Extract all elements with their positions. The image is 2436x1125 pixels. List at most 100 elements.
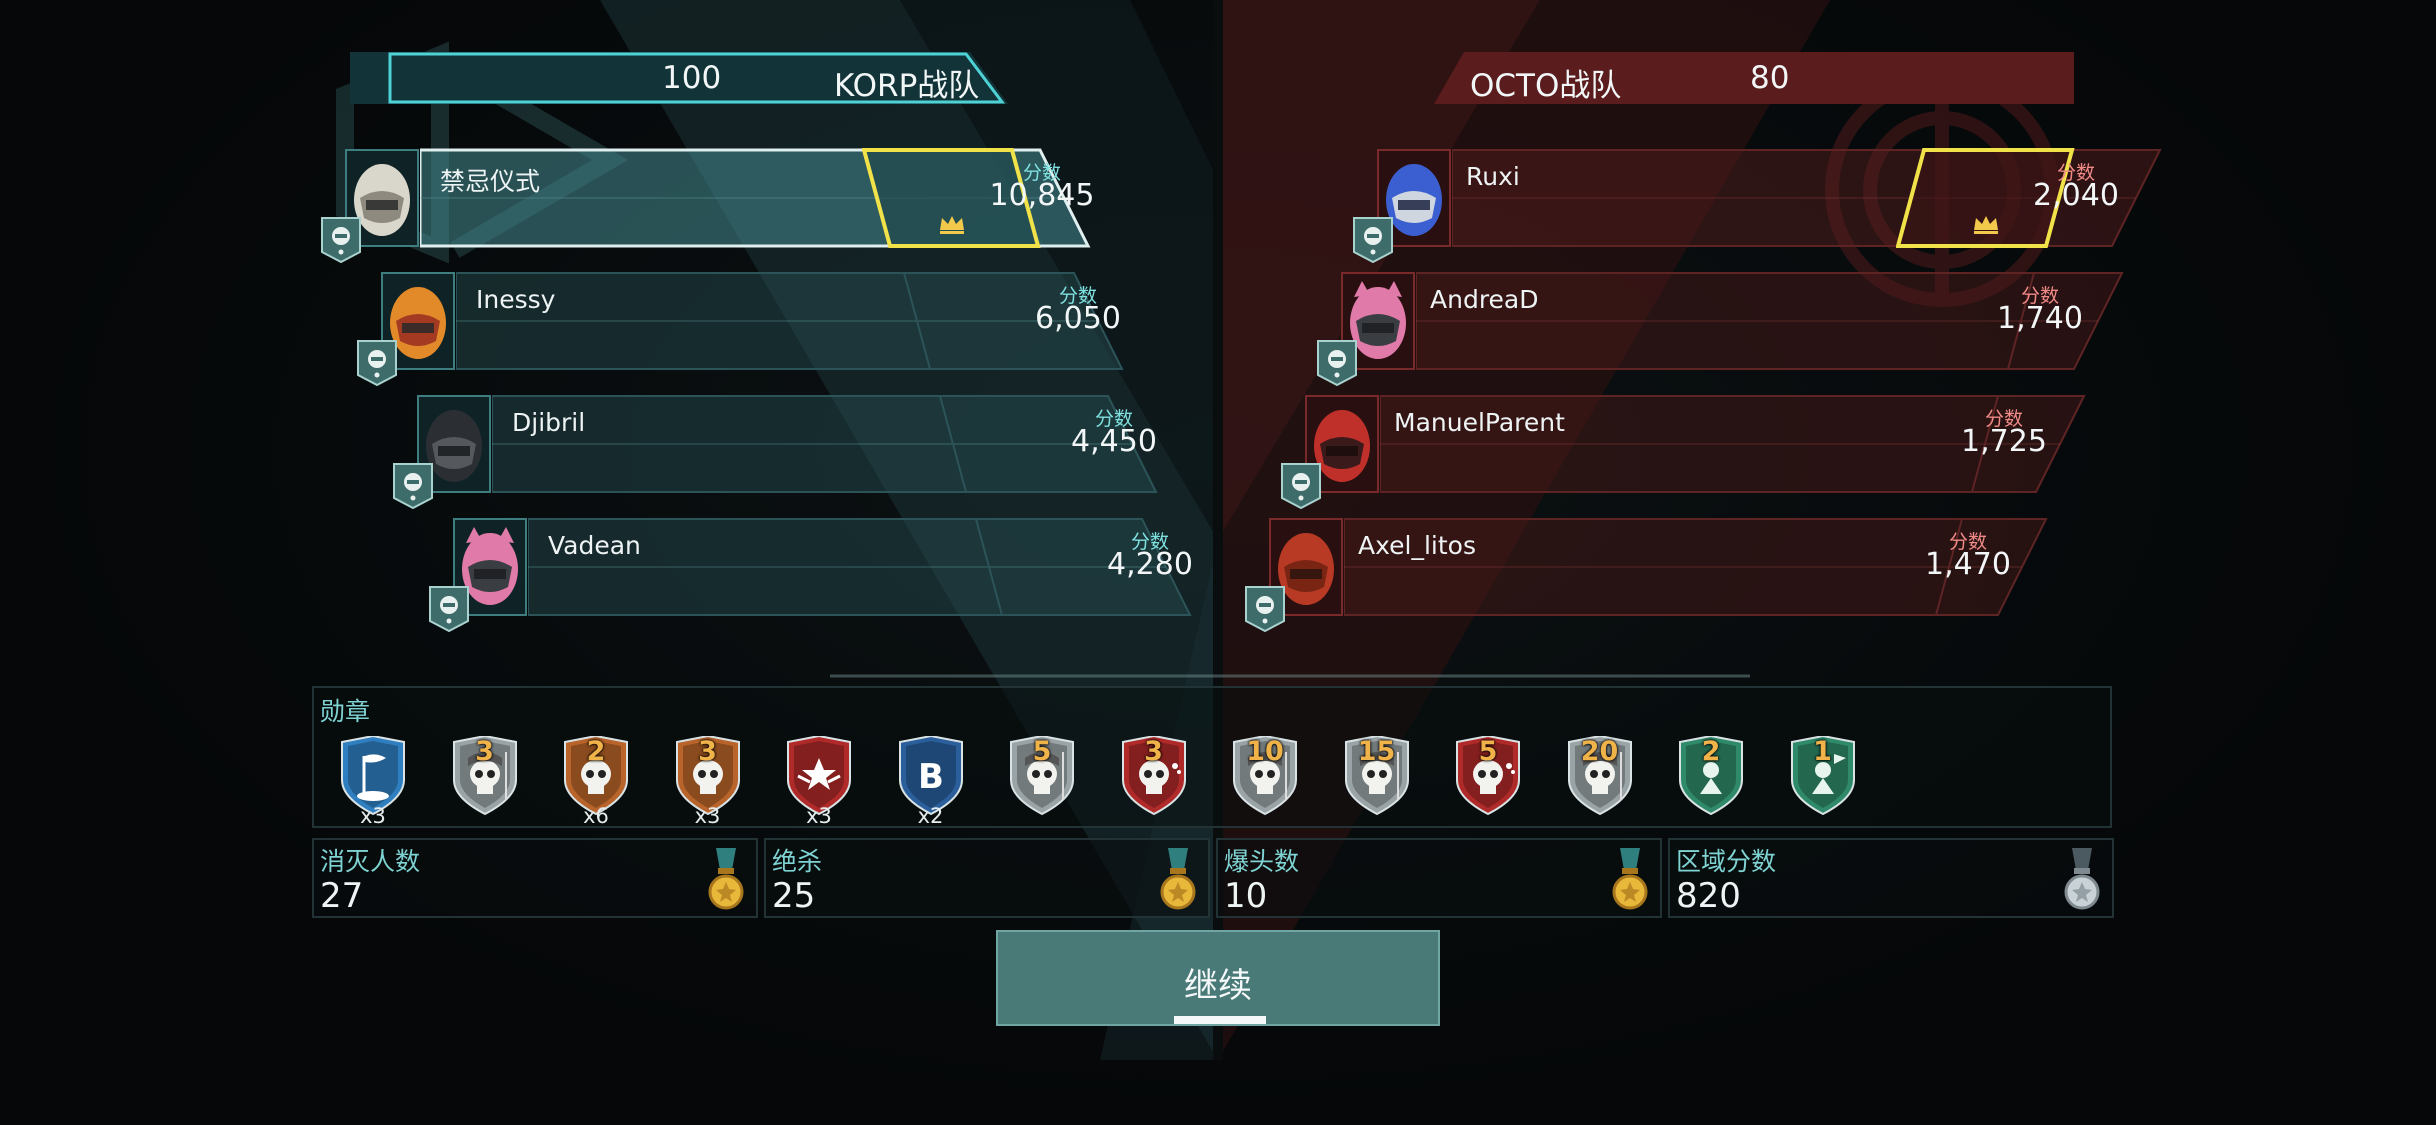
- player-name: AndreaD: [1430, 285, 1539, 314]
- medal[interactable]: 10: [1226, 736, 1304, 816]
- b-letter-shield-icon: B: [898, 736, 963, 816]
- medal-multiplier: x6: [583, 804, 609, 828]
- skull-shield-icon: [675, 736, 740, 816]
- score-value: 1,740: [1997, 301, 2083, 336]
- medal-count: 3: [1144, 736, 1163, 767]
- rank-badge-icon: [1245, 586, 1285, 633]
- continue-button-label: 继续: [1184, 966, 1252, 1006]
- score-value: 1,725: [1961, 424, 2047, 459]
- score-label: 分数: [1130, 531, 1169, 553]
- korp-team-header: 100 KORP战队: [350, 52, 1010, 104]
- player-row-bar: [492, 395, 1158, 493]
- player-row-bar: [528, 518, 1192, 616]
- player-name: Ruxi: [1466, 162, 1520, 191]
- silver-medal-icon: [2064, 848, 2100, 910]
- octo-team-name: OCTO战队: [1470, 68, 1622, 104]
- reaper-shield-icon: [1010, 736, 1074, 816]
- medal-multiplier: x3: [694, 804, 721, 828]
- score-value: 2,040: [2033, 178, 2119, 213]
- reaper-shield-icon: [1233, 736, 1297, 816]
- octo-header-banner: [1434, 52, 2074, 104]
- flag-shield-icon: [341, 736, 405, 816]
- player-row-bar: [1344, 518, 2048, 616]
- player-name: Vadean: [548, 531, 641, 560]
- medal-count: 10: [1246, 736, 1284, 767]
- gold-medal-icon: [1612, 848, 1648, 910]
- gold-medal-icon: [1160, 848, 1196, 910]
- score-value: 4,280: [1107, 547, 1193, 582]
- medal[interactable]: 1: [1784, 736, 1862, 816]
- medal-count: 5: [1478, 736, 1498, 767]
- player-name: Djibril: [512, 408, 586, 437]
- reaper-shield-icon: [1567, 736, 1632, 816]
- medal[interactable]: 20: [1561, 736, 1639, 816]
- player-avatar: [381, 272, 455, 370]
- medal[interactable]: 5: [1003, 736, 1081, 816]
- score-box-frame: [1896, 148, 2075, 248]
- score-box-frame: [903, 272, 931, 370]
- player-name: ManuelParent: [1394, 408, 1565, 437]
- player-row-bar: [1416, 272, 2124, 370]
- medal[interactable]: 15: [1338, 736, 1416, 816]
- korp-header-banner: [350, 52, 1008, 104]
- player-row[interactable]: ManuelParent 分数 1,725: [0, 394, 2436, 510]
- score-label: 分数: [1094, 408, 1133, 430]
- score-value: 6,050: [1035, 301, 1121, 336]
- reaper-shield-icon: [1344, 736, 1409, 816]
- player-name: 禁忌仪式: [440, 167, 541, 196]
- player-avatar: [1305, 395, 1379, 493]
- medal-count: 2: [1701, 736, 1721, 767]
- medal-count: 1: [1813, 736, 1832, 767]
- continue-button[interactable]: 继续: [996, 930, 1440, 1026]
- stat-value: 10: [1224, 876, 1268, 916]
- octo-team-header: OCTO战队 80: [1434, 52, 2074, 104]
- medal-multiplier: x2: [917, 804, 944, 828]
- rank-badge-icon: [429, 586, 469, 633]
- medal[interactable]: x3: [334, 736, 412, 828]
- stat-label: 绝杀: [772, 847, 823, 876]
- rank-badge-icon: [357, 340, 397, 387]
- medal[interactable]: 3: [446, 736, 524, 816]
- korp-team-score: 100: [662, 60, 722, 96]
- stat-label: 区域分数: [1676, 847, 1777, 876]
- stat-value: 820: [1676, 876, 1741, 916]
- splatter-skull-shield-icon: [1456, 736, 1520, 816]
- stat-value: 27: [320, 876, 364, 916]
- winged-star-shield-icon: [787, 736, 851, 816]
- score-label: 分数: [2020, 285, 2059, 307]
- medal[interactable]: x3: [780, 736, 858, 828]
- medal[interactable]: 2: [1672, 736, 1750, 816]
- score-value: 10,845: [989, 178, 1095, 213]
- player-avatar: [1341, 272, 1415, 370]
- korp-team-name: KORP战队: [834, 68, 980, 104]
- medal[interactable]: 3: [1115, 736, 1193, 816]
- medal[interactable]: 5: [1449, 736, 1527, 816]
- stat-label: 消灭人数: [320, 847, 421, 876]
- score-box-frame: [1971, 395, 1999, 493]
- splatter-skull-shield-icon: [1121, 736, 1186, 816]
- score-box-frame: [975, 518, 1003, 616]
- svg-text:B: B: [918, 757, 944, 797]
- medal-count: 3: [475, 736, 494, 767]
- medal-multiplier: x3: [806, 804, 832, 828]
- stat-label: 爆头数: [1224, 847, 1300, 876]
- crown-icon: [940, 216, 964, 234]
